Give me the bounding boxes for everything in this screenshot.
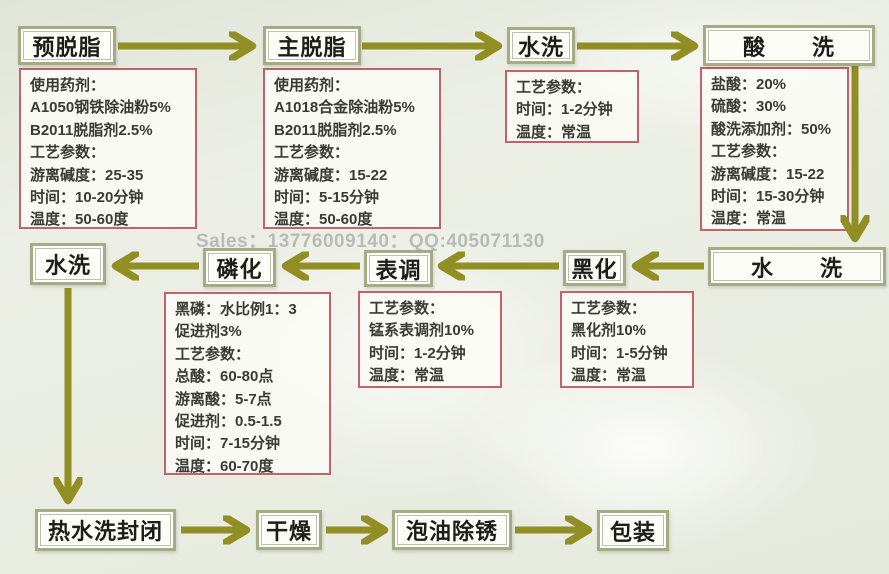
node-water-wash-right: 水 洗 — [708, 247, 886, 286]
detail-water-wash-top: 工艺参数： 时间：1-2分钟温度：常温 — [505, 70, 639, 143]
detail-line: 温度：常温 — [571, 367, 647, 385]
detail-line: 黑化剂10% — [571, 322, 647, 340]
node-surface-conditioning: 表调 — [364, 250, 433, 287]
detail-line: A1050钢铁除油粉5% — [30, 99, 171, 117]
node-water-wash-top: 水洗 — [507, 27, 575, 64]
detail-line: 温度：50-60度 — [274, 211, 373, 229]
detail-blackening: 工艺参数： 黑化剂10% 时间：1-5分钟温度：常温 — [560, 291, 694, 388]
detail-line: 温度：常温 — [369, 367, 445, 385]
detail-line: A1018合金除油粉5% — [274, 99, 415, 117]
node-oil-dip-derust: 泡油除锈 — [392, 510, 512, 550]
detail-line: 促进剂3% — [175, 323, 242, 341]
node-packaging: 包装 — [597, 510, 669, 551]
detail-line: 使用药剂： — [274, 77, 350, 94]
node-pre-degrease: 预脱脂 — [18, 26, 116, 65]
node-phosphating: 磷化 — [203, 248, 276, 287]
watermark: Sales：13776009140：QQ:405071130 — [196, 231, 545, 252]
detail-line: 盐酸：20% — [711, 76, 787, 93]
detail-line: 游离碱度：15-22 — [274, 166, 388, 184]
detail-surface-conditioning: 工艺参数： 锰系表调剂10% 时间：1-2分钟温度：常温 — [358, 291, 502, 388]
detail-line: 总酸：60-80点 — [175, 368, 274, 386]
detail-line: 温度：常温 — [711, 210, 787, 228]
detail-pre-degrease: 使用药剂： A1050钢铁除油粉5% B2011脱脂剂2.5% 工艺参数： 游离碱度：2… — [19, 68, 197, 229]
detail-line: 使用药剂： — [30, 77, 106, 94]
detail-line: 时间：1-2分钟 — [516, 101, 613, 119]
detail-acid-wash: 盐酸：20% 硫酸：30% 酸洗添加剂：50% 工艺参数： 游离碱度：15-22 时间：1… — [700, 67, 849, 231]
node-drying: 干燥 — [256, 510, 322, 550]
detail-line: 时间：15-30分钟 — [711, 188, 825, 206]
node-blackening: 黑化 — [563, 250, 626, 286]
detail-line: 时间：7-15分钟 — [175, 435, 281, 453]
detail-line: 时间：5-15分钟 — [274, 189, 380, 207]
node-hot-water-seal: 热水洗封闭 — [35, 509, 176, 551]
detail-line: 工艺参数： — [711, 143, 787, 161]
detail-line: 促进剂：0.5-1.5 — [175, 413, 282, 431]
detail-main-degrease: 使用药剂： A1018合金除油粉5% B2011脱脂剂2.5% 工艺参数： 游离碱度：1… — [263, 68, 441, 229]
detail-line: B2011脱脂剂2.5% — [274, 121, 397, 139]
detail-line: 工艺参数： — [274, 144, 350, 162]
detail-line: 锰系表调剂10% — [369, 322, 475, 340]
detail-line: 工艺参数： — [571, 300, 647, 317]
detail-line: 工艺参数： — [369, 300, 445, 317]
node-acid-wash: 酸 洗 — [703, 25, 875, 66]
detail-line: 温度：60-70度 — [175, 457, 274, 475]
detail-line: 游离碱度：15-22 — [711, 165, 825, 183]
detail-line: 酸洗添加剂：50% — [711, 120, 832, 138]
node-water-wash-left: 水洗 — [30, 243, 106, 285]
detail-line: 温度：常温 — [516, 123, 592, 141]
detail-line: B2011脱脂剂2.5% — [30, 121, 153, 139]
detail-line: 游离碱度：25-35 — [30, 166, 144, 184]
detail-line: 时间：1-5分钟 — [571, 344, 668, 362]
detail-line: 时间：1-2分钟 — [369, 344, 466, 362]
detail-line: 温度：50-60度 — [30, 211, 129, 229]
detail-line: 时间：10-20分钟 — [30, 189, 144, 207]
detail-line: 工艺参数： — [516, 79, 592, 96]
detail-line: 黑磷：水比例1：3 — [175, 301, 297, 318]
detail-line: 硫酸：30% — [711, 98, 787, 116]
detail-phosphating: 黑磷：水比例1：3 促进剂3% 工艺参数： 总酸：60-80点游离酸：5-7点促进剂：… — [164, 292, 331, 475]
detail-line: 游离酸：5-7点 — [175, 390, 272, 408]
detail-line: 工艺参数： — [175, 345, 251, 363]
detail-line: 工艺参数： — [30, 144, 106, 162]
node-main-degrease: 主脱脂 — [263, 26, 361, 65]
